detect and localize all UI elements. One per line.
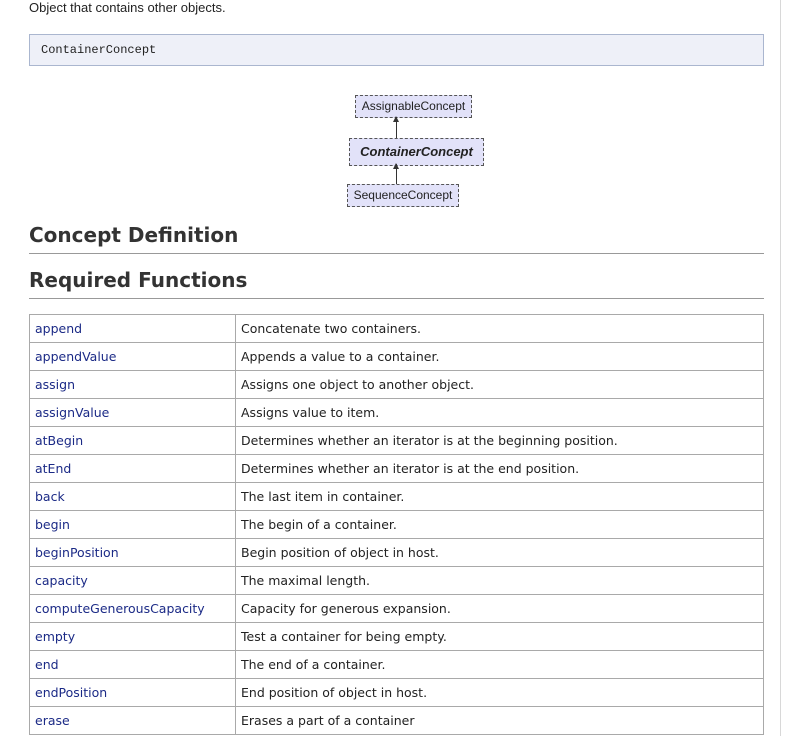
function-name-cell: assign [29,370,236,399]
table-row: empty Test a container for being empty. [29,622,764,651]
diagram-node-current: ContainerConcept [349,138,484,166]
function-name-cell: empty [29,622,236,651]
table-row: assignValue Assigns value to item. [29,398,764,427]
function-description: The end of a container. [235,650,764,679]
diagram-arrow-icon [393,163,399,184]
intro-text: Object that contains other objects. [29,0,226,15]
function-link-beginPosition[interactable]: beginPosition [35,545,119,560]
content-right-border [780,0,781,736]
function-name-cell: back [29,482,236,511]
diagram-node-child[interactable]: SequenceConcept [347,184,459,207]
function-link-append[interactable]: append [35,321,83,336]
function-link-endPosition[interactable]: endPosition [35,685,108,700]
function-description: Determines whether an iterator is at the… [235,426,764,455]
function-name-cell: computeGenerousCapacity [29,594,236,623]
function-link-appendValue[interactable]: appendValue [35,349,117,364]
table-row: capacity The maximal length. [29,566,764,595]
function-name-cell: end [29,650,236,679]
function-link-atBegin[interactable]: atBegin [35,433,84,448]
function-name-cell: beginPosition [29,538,236,567]
function-description: Appends a value to a container. [235,342,764,371]
table-row: computeGenerousCapacity Capacity for gene… [29,594,764,623]
function-description: Erases a part of a container [235,706,764,735]
function-name-cell: endPosition [29,678,236,707]
function-name-cell: begin [29,510,236,539]
function-name-cell: append [29,314,236,343]
function-description: The last item in container. [235,482,764,511]
function-description: Begin position of object in host. [235,538,764,567]
function-link-capacity[interactable]: capacity [35,573,88,588]
function-description: End position of object in host. [235,678,764,707]
table-row: back The last item in container. [29,482,764,511]
function-name-cell: atEnd [29,454,236,483]
function-link-erase[interactable]: erase [35,713,70,728]
function-name-cell: capacity [29,566,236,595]
inheritance-diagram: AssignableConcept ContainerConcept Seque… [29,66,764,213]
function-name-cell: erase [29,706,236,735]
function-link-computeGenerousCapacity[interactable]: computeGenerousCapacity [35,601,205,616]
function-name-cell: appendValue [29,342,236,371]
function-description: Test a container for being empty. [235,622,764,651]
table-row: atEnd Determines whether an iterator is a… [29,454,764,483]
table-row: end The end of a container. [29,650,764,679]
function-description: Determines whether an iterator is at the… [235,454,764,483]
table-row: endPosition End position of object in hos… [29,678,764,707]
function-description: Capacity for generous expansion. [235,594,764,623]
diagram-arrow-icon [393,116,399,138]
function-link-back[interactable]: back [35,489,65,504]
required-functions-heading: Required Functions [29,265,764,299]
function-description: The maximal length. [235,566,764,595]
function-description: Assigns value to item. [235,398,764,427]
function-description: The begin of a container. [235,510,764,539]
function-link-assign[interactable]: assign [35,377,76,392]
table-row: append Concatenate two containers. [29,314,764,343]
table-row: erase Erases a part of a container [29,706,764,735]
function-description: Concatenate two containers. [235,314,764,343]
table-row: beginPosition Begin position of object in… [29,538,764,567]
function-name-cell: assignValue [29,398,236,427]
table-row: appendValue Appends a value to a containe… [29,342,764,371]
function-link-empty[interactable]: empty [35,629,76,644]
diagram-node-parent[interactable]: AssignableConcept [355,95,472,118]
function-link-end[interactable]: end [35,657,59,672]
table-row: assign Assigns one object to another obje… [29,370,764,399]
function-name-cell: atBegin [29,426,236,455]
signature-code-box: ContainerConcept [29,34,764,66]
doc-content: Object that contains other objects. Cont… [29,0,764,735]
table-row: atBegin Determines whether an iterator is… [29,426,764,455]
function-link-begin[interactable]: begin [35,517,70,532]
function-link-assignValue[interactable]: assignValue [35,405,110,420]
concept-definition-heading: Concept Definition [29,220,764,254]
function-link-atEnd[interactable]: atEnd [35,461,72,476]
function-description: Assigns one object to another object. [235,370,764,399]
table-row: begin The begin of a container. [29,510,764,539]
